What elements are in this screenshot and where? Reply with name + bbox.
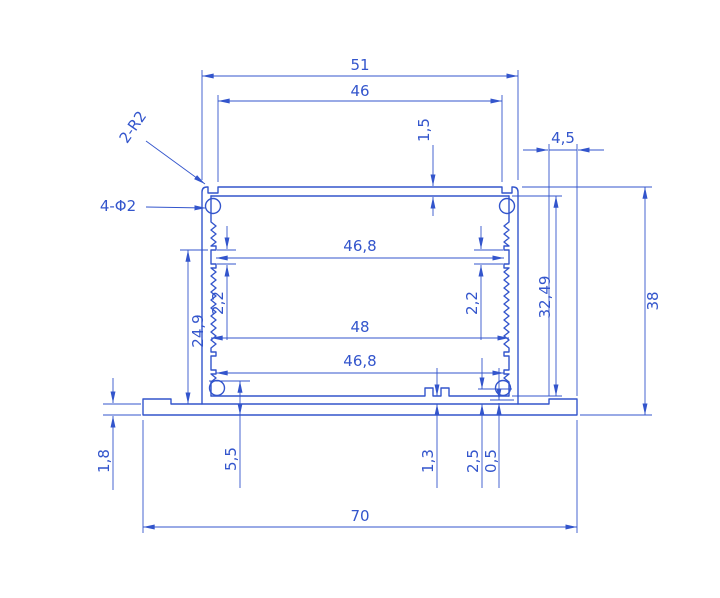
dim-label-boss-center: 2,5 — [464, 449, 482, 473]
dim-cavity-height — [512, 195, 562, 397]
dim-label-width-opening: 46 — [350, 82, 369, 100]
dim-label-cavity-height: 32,49 — [536, 276, 554, 319]
dim-width-top — [201, 70, 519, 180]
dim-label-overall-height: 38 — [644, 291, 662, 310]
dim-label-slot-width-lower: 46,8 — [343, 352, 376, 370]
dim-boss-height — [209, 380, 250, 488]
dim-label-top-wall: 1,5 — [415, 118, 433, 142]
leader-holes-note — [145, 205, 207, 211]
screw-boss-top-left — [204, 197, 222, 215]
dim-overall-width — [142, 420, 578, 533]
dim-label-boss-height: 5,5 — [222, 447, 240, 471]
dim-label-lip: 4,5 — [551, 129, 575, 147]
dim-label-rib-gap-right: 2,2 — [463, 291, 481, 315]
screw-boss-bottom-left — [208, 379, 226, 397]
dim-overall-height — [522, 186, 652, 416]
dim-flange-thickness — [103, 378, 141, 490]
dimension-annotations: 51 46 1,5 4,5 2-R2 4-Φ2 — [95, 56, 662, 533]
left-inner-wall — [210, 195, 217, 397]
right-inner-wall — [503, 195, 510, 397]
screw-boss-top-right — [498, 197, 516, 215]
dim-label-corner-note: 2-R2 — [116, 108, 151, 147]
outer-profile — [142, 186, 578, 416]
dim-label-bottom-wall: 1,3 — [419, 449, 437, 473]
dim-label-side-height: 24,9 — [189, 314, 207, 347]
dim-label-width-top: 51 — [350, 56, 369, 74]
dim-label-flange-thickness: 1,8 — [95, 449, 113, 473]
dim-lip — [523, 144, 604, 396]
dim-rib-gap-left — [217, 226, 236, 340]
dim-bottom-step — [490, 368, 514, 488]
dim-side-height — [180, 249, 208, 404]
inner-bottom-face — [210, 387, 510, 397]
dim-label-overall-width: 70 — [350, 507, 369, 525]
dim-label-slot-width-upper: 46,8 — [343, 237, 376, 255]
dim-rib-gap-right — [474, 226, 503, 340]
dim-label-rib-gap-left: 2,2 — [209, 291, 227, 315]
profile-geometry — [142, 186, 578, 416]
dim-label-cavity-width: 48 — [350, 318, 369, 336]
dim-label-bottom-step: 0,5 — [482, 449, 500, 473]
dim-boss-center — [478, 358, 512, 488]
dim-label-holes-note: 4-Φ2 — [100, 197, 136, 215]
screw-boss-bottom-right — [494, 379, 512, 397]
leader-corner-note — [145, 140, 206, 185]
dim-width-opening — [217, 95, 503, 182]
